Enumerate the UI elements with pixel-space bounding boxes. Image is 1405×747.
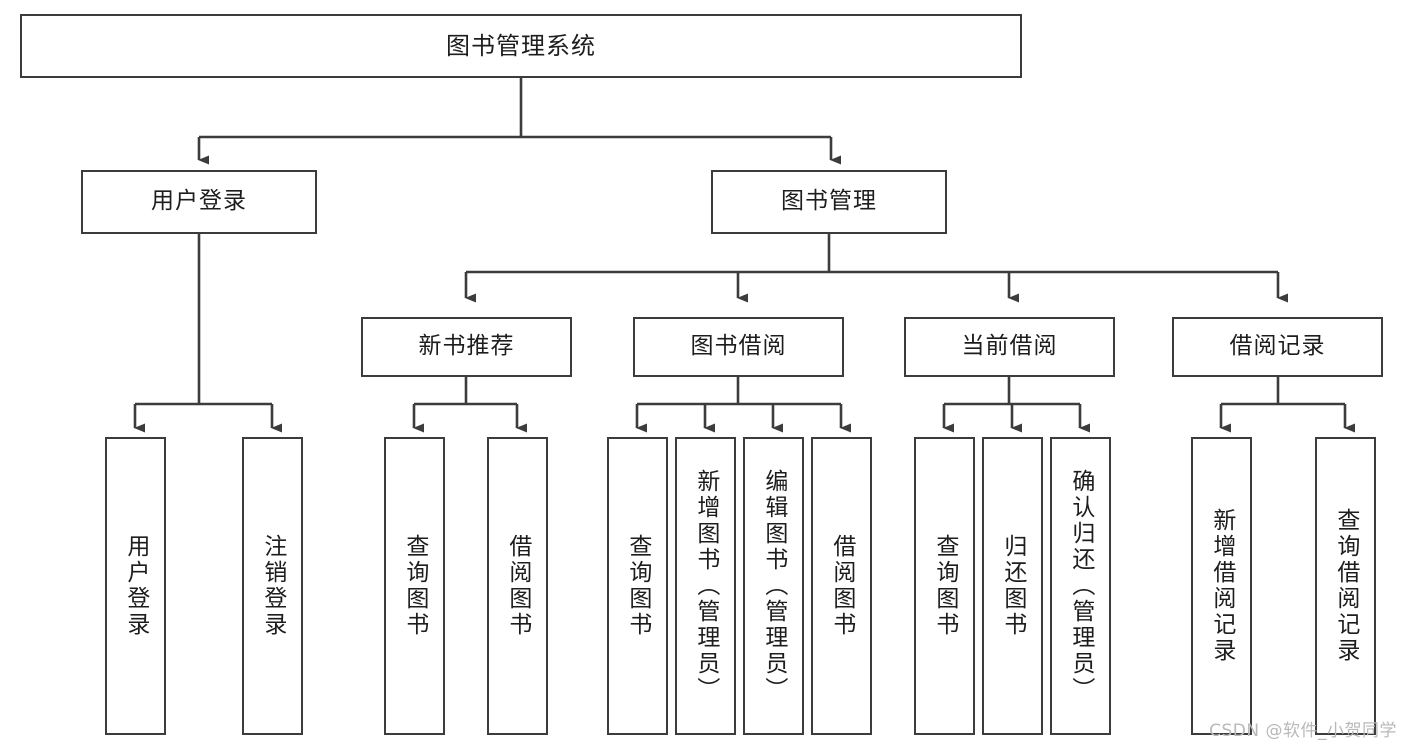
node-label: 归还图书: [999, 534, 1026, 638]
node-label: 用户登录: [122, 534, 149, 638]
node-label: 确认归还（管理员）: [1067, 469, 1094, 703]
leaf-borrow-add-book[interactable]: 新增图书（管理员）: [675, 437, 736, 735]
leaf-current-return-book[interactable]: 归还图书: [982, 437, 1043, 735]
node-label: 借阅记录: [1229, 333, 1326, 360]
node-label: 注销登录: [259, 534, 286, 638]
leaf-user-login-login[interactable]: 用户登录: [105, 437, 166, 735]
node-user-login[interactable]: 用户登录: [81, 170, 317, 234]
node-label: 查询图书: [401, 534, 428, 638]
node-label: 借阅图书: [504, 534, 531, 638]
node-root-system[interactable]: 图书管理系统: [20, 14, 1022, 78]
leaf-borrow-edit-book[interactable]: 编辑图书（管理员）: [743, 437, 804, 735]
node-book-management[interactable]: 图书管理: [711, 170, 947, 234]
node-label: 新增借阅记录: [1208, 508, 1235, 664]
node-label: 查询图书: [624, 534, 651, 638]
watermark-text: CSDN @软件_小贺同学: [1209, 721, 1397, 741]
leaf-record-query[interactable]: 查询借阅记录: [1315, 437, 1376, 735]
node-label: 图书借阅: [690, 333, 787, 360]
leaf-user-login-logout[interactable]: 注销登录: [242, 437, 303, 735]
node-label: 图书管理: [781, 188, 877, 215]
leaf-new-book-query[interactable]: 查询图书: [384, 437, 445, 735]
node-label: 查询图书: [931, 534, 958, 638]
node-label: 用户登录: [151, 188, 247, 215]
leaf-current-query-book[interactable]: 查询图书: [914, 437, 975, 735]
node-new-book-recommend[interactable]: 新书推荐: [361, 317, 572, 377]
leaf-borrow-query-book[interactable]: 查询图书: [607, 437, 668, 735]
leaf-current-confirm-return[interactable]: 确认归还（管理员）: [1050, 437, 1111, 735]
node-label: 图书管理系统: [446, 31, 596, 60]
node-book-borrow[interactable]: 图书借阅: [633, 317, 844, 377]
node-current-borrow[interactable]: 当前借阅: [904, 317, 1115, 377]
node-label: 当前借阅: [961, 333, 1058, 360]
node-borrow-record[interactable]: 借阅记录: [1172, 317, 1383, 377]
leaf-record-add[interactable]: 新增借阅记录: [1191, 437, 1252, 735]
node-label: 查询借阅记录: [1332, 508, 1359, 664]
node-label: 借阅图书: [828, 534, 855, 638]
leaf-new-book-borrow[interactable]: 借阅图书: [487, 437, 548, 735]
node-label: 编辑图书（管理员）: [760, 469, 787, 703]
node-label: 新增图书（管理员）: [692, 469, 719, 703]
leaf-borrow-borrow-book[interactable]: 借阅图书: [811, 437, 872, 735]
node-label: 新书推荐: [418, 333, 515, 360]
